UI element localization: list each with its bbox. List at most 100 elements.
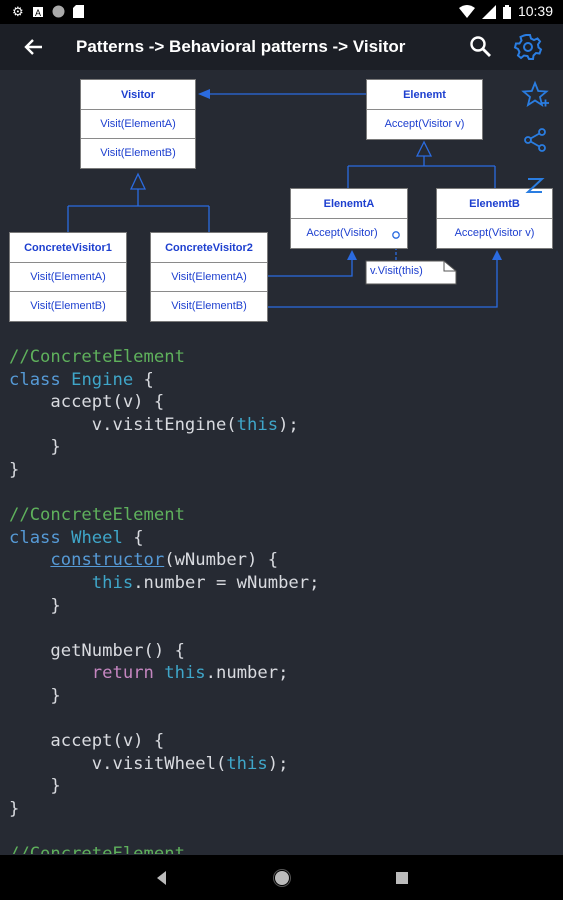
class-method: Visit(ElementB) (171, 300, 247, 312)
code-token: Wheel (71, 527, 123, 548)
wifi-icon (458, 4, 475, 18)
code-token: //ConcreteElement (9, 347, 185, 367)
code-token: constructor (50, 550, 165, 571)
code-line: constructor(wNumber) { (9, 549, 557, 572)
gear-icon[interactable] (513, 32, 543, 62)
code-token: //ConcreteElement (9, 505, 185, 526)
star-add-icon[interactable] (520, 80, 550, 110)
class-method: Accept(Visitor) (306, 227, 378, 239)
code-token: getNumber() { (9, 640, 185, 661)
code-token: } (9, 685, 61, 706)
code-line: //ConcreteElement (9, 346, 557, 369)
code-token (9, 550, 50, 570)
home-circle-icon[interactable] (269, 865, 295, 891)
recents-square-icon[interactable] (389, 865, 415, 891)
code-line (9, 820, 557, 843)
uml-diagram: Visitor Visit(ElementA) Visit(ElementB) … (0, 70, 563, 332)
code-token: .number = wNumber; (133, 572, 320, 593)
code-token: this (164, 663, 206, 684)
status-time: 10:39 (517, 3, 553, 19)
code-line: this.number = wNumber; (9, 572, 557, 595)
element-class-box: Elenemt Accept(Visitor v) (366, 79, 483, 140)
code-line: //ConcreteElement (9, 843, 557, 854)
code-line (9, 708, 557, 731)
code-line: return this.number; (9, 662, 557, 685)
code-token (154, 663, 164, 683)
back-triangle-icon[interactable] (149, 865, 175, 891)
code-token: v.visitWheel( (9, 753, 227, 774)
code-token: (wNumber) { (164, 550, 279, 571)
class-name: Elenemt (367, 80, 482, 110)
class-name: ConcreteVisitor2 (151, 233, 267, 263)
code-token: Engine (71, 369, 134, 390)
code-line: } (9, 685, 557, 708)
class-name: ElenemtB (437, 189, 552, 219)
code-token: this (236, 414, 279, 435)
code-token: return (91, 663, 154, 684)
code-token: accept(v) { (9, 392, 165, 413)
diagram-connectors (67, 89, 502, 308)
class-name: ElenemtA (291, 189, 407, 219)
code-token: this (91, 572, 134, 593)
code-line: } (9, 798, 557, 821)
class-name: Visitor (81, 80, 195, 110)
code-line: class Engine { (9, 369, 557, 392)
element-a-class-box: ElenemtA Accept(Visitor) (290, 188, 408, 249)
code-token: accept(v) { (9, 731, 165, 752)
code-token: .number; (205, 663, 289, 684)
notification-status-icon: A (32, 6, 43, 18)
code-token: } (9, 437, 61, 458)
code-line: v.visitEngine(this); (9, 414, 557, 437)
code-token: v.visitEngine( (9, 414, 237, 435)
settings-status-icon: ⚙ (12, 4, 24, 19)
class-method: Visit(ElementA) (81, 110, 195, 139)
code-token: ); (267, 753, 289, 774)
signal-icon (481, 4, 496, 19)
visitor-class-box: Visitor Visit(ElementA) Visit(ElementB) (80, 79, 196, 169)
record-status-icon (52, 5, 65, 18)
code-token: class (9, 527, 72, 548)
code-token: class (9, 369, 72, 390)
status-bar: ⚙ A 10:39 (0, 0, 563, 24)
code-token: { (133, 369, 154, 390)
svg-text:A: A (35, 8, 41, 18)
code-line: accept(v) { (9, 730, 557, 753)
code-line: v.visitWheel(this); (9, 753, 557, 776)
concrete-visitor1-class-box: ConcreteVisitor1 Visit(ElementA) Visit(E… (9, 232, 127, 322)
page-title: Patterns -> Behavioral patterns -> Visit… (76, 37, 406, 56)
code-line (9, 482, 557, 505)
class-method: Visit(ElementA) (151, 263, 267, 292)
code-line: } (9, 436, 557, 459)
share-icon[interactable] (520, 125, 550, 155)
code-line: getNumber() { (9, 640, 557, 663)
class-method: Visit(ElementB) (100, 147, 176, 159)
code-token: //ConcreteElement (9, 844, 185, 854)
app-bar: Patterns -> Behavioral patterns -> Visit… (0, 24, 563, 70)
element-b-class-box: ElenemtB Accept(Visitor v) (436, 188, 553, 249)
code-line: //ConcreteElement (9, 504, 557, 527)
concrete-visitor2-class-box: ConcreteVisitor2 Visit(ElementA) Visit(E… (150, 232, 268, 322)
class-name: ConcreteVisitor1 (10, 233, 126, 263)
code-token (9, 663, 92, 683)
arrow-back-icon[interactable] (20, 34, 48, 60)
code-token: } (9, 776, 61, 797)
class-method: Accept(Visitor v) (384, 118, 465, 130)
code-line: } (9, 775, 557, 798)
code-token: } (9, 798, 20, 819)
code-token: { (122, 527, 144, 548)
search-icon[interactable] (468, 34, 494, 60)
class-method: Visit(ElementA) (10, 263, 126, 292)
code-token: this (226, 753, 268, 774)
code-line: } (9, 595, 557, 618)
code-line: accept(v) { (9, 391, 557, 414)
code-token: } (9, 459, 20, 480)
code-token: } (9, 595, 61, 616)
code-token (9, 573, 92, 593)
code-token: ); (278, 414, 299, 435)
class-method: Accept(Visitor v) (454, 227, 535, 239)
code-line: class Wheel { (9, 527, 557, 550)
navigation-bar (0, 855, 563, 900)
sleep-icon[interactable] (520, 172, 550, 202)
